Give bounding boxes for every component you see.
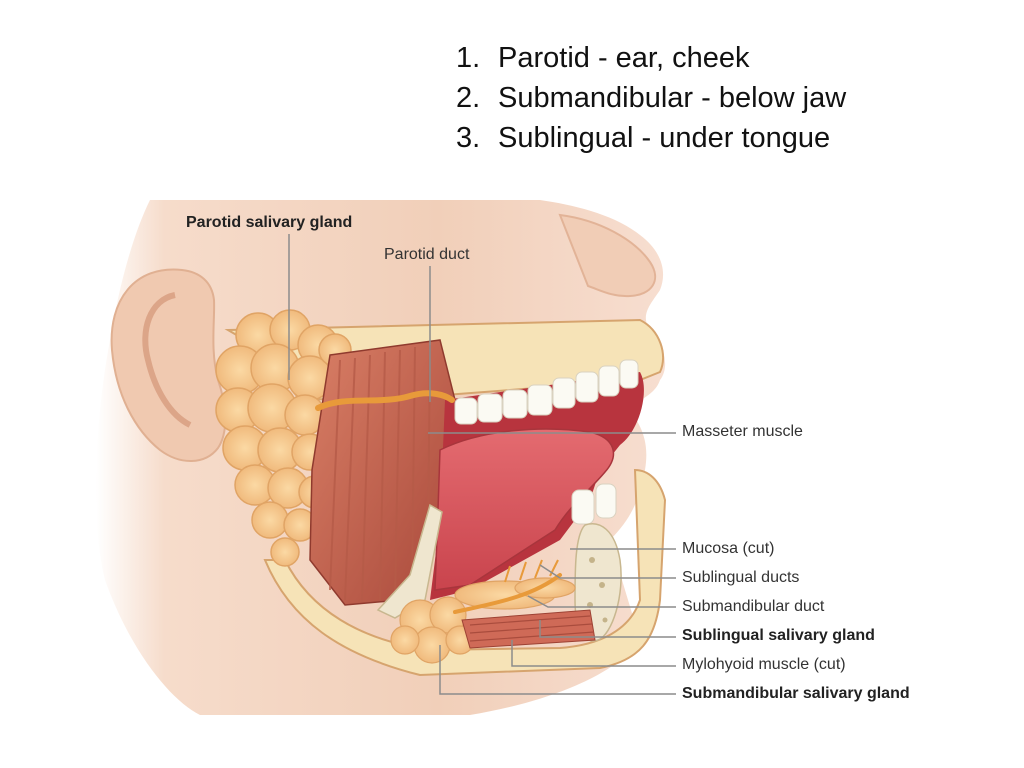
ear [110, 268, 227, 462]
parotid-duct [315, 390, 455, 411]
label-masseter-muscle: Masseter muscle [682, 423, 803, 440]
label-parotid-duct: Parotid duct [384, 246, 470, 263]
tongue [434, 428, 615, 591]
ear-inner [142, 292, 192, 428]
label-mucosa: Mucosa (cut) [682, 540, 775, 557]
sublingual-ducts [504, 559, 559, 583]
list-item: 3.Sublingual - under tongue [456, 122, 831, 154]
gland-summary-list: 1.Parotid - ear, cheek 2.Submandibular -… [456, 38, 846, 158]
leader-lines [288, 234, 676, 695]
ramus-bone [376, 503, 443, 619]
submandibular-duct [453, 573, 562, 614]
label-parotid-salivary-gland: Parotid salivary gland [186, 214, 353, 231]
upper-teeth [454, 359, 639, 425]
list-item: 2.Submandibular - below jaw [456, 82, 847, 114]
parotid-gland [215, 309, 352, 567]
list-item: 1.Parotid - ear, cheek [456, 42, 750, 74]
label-submandibular-salivary-gland: Submandibular salivary gland [682, 685, 910, 702]
lower-teeth [571, 483, 617, 525]
nose [558, 213, 657, 298]
label-submandibular-duct: Submandibular duct [682, 598, 825, 615]
label-mylohyoid-muscle: Mylohyoid muscle (cut) [682, 656, 846, 673]
lower-cutaway-edge [263, 468, 667, 677]
label-sublingual-ducts: Sublingual ducts [682, 569, 800, 586]
submandibular-gland [390, 596, 475, 664]
mylohyoid-fibers [469, 615, 595, 642]
label-sublingual-salivary-gland: Sublingual salivary gland [682, 627, 875, 644]
